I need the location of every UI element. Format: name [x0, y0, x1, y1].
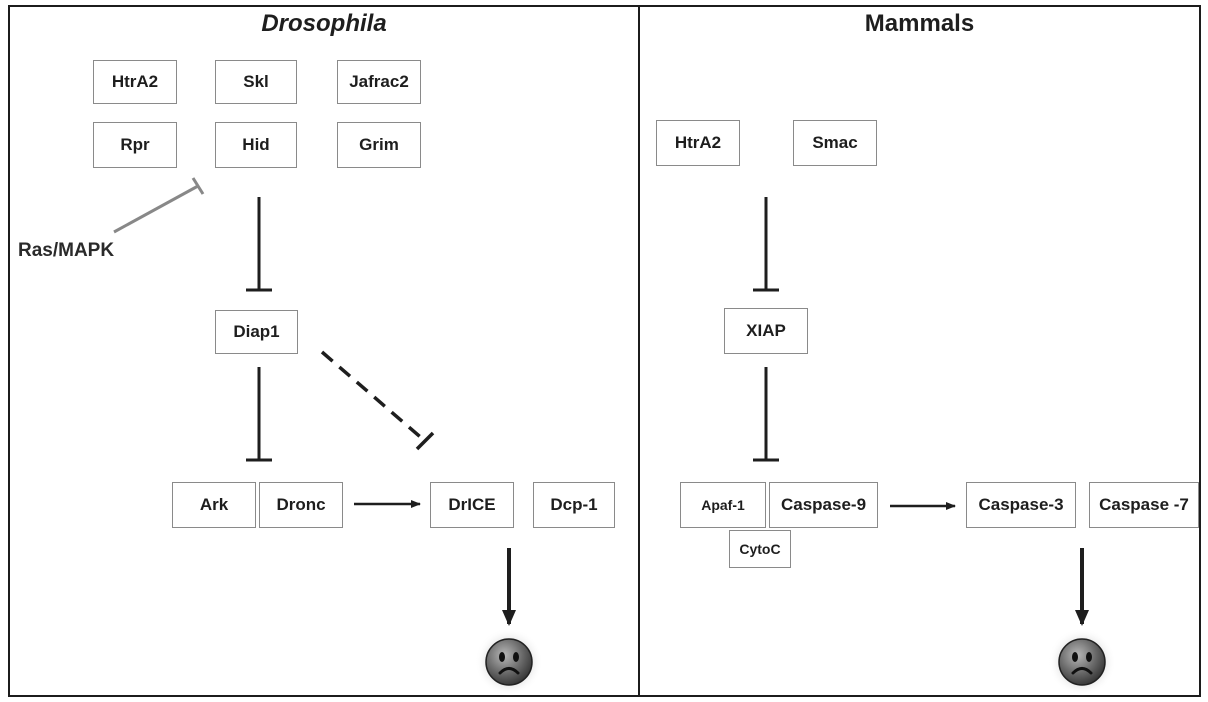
drosophila-panel: [8, 5, 640, 697]
ras-mapk-label: Ras/MAPK: [18, 240, 115, 261]
skl-box: Skl: [215, 60, 297, 104]
dcp1-box: Dcp-1: [533, 482, 615, 528]
smac-box: Smac: [793, 120, 877, 166]
grim-box: Grim: [337, 122, 421, 168]
diap1-inhibits-drice-dashed: [320, 350, 435, 451]
apaf1-box: Apaf-1: [680, 482, 766, 528]
diap1-inhibits-dronc: [246, 367, 272, 462]
caspase9-box: Caspase-9: [769, 482, 878, 528]
cytoc-box: CytoC: [729, 530, 791, 568]
mammals-title: Mammals: [864, 10, 975, 37]
sad-face-icon: [1048, 628, 1116, 696]
caspase7-box: Caspase -7: [1089, 482, 1199, 528]
drosophila-title: Drosophila: [261, 10, 387, 37]
xiap-inhibits-caspase9: [753, 367, 779, 462]
ark-box: Ark: [172, 482, 256, 528]
drice-box: DrICE: [430, 482, 514, 528]
xiap-box: XIAP: [724, 308, 808, 354]
antagonists-inhibit-diap1: [246, 197, 272, 292]
ras-mapk-inhibition: [113, 177, 205, 234]
hid-box: Hid: [215, 122, 297, 168]
caspase3-box: Caspase-3: [966, 482, 1076, 528]
mammals-htra2-box: HtrA2: [656, 120, 740, 166]
jafrac2-box: Jafrac2: [337, 60, 421, 104]
diap1-box: Diap1: [215, 310, 298, 354]
antagonists-inhibit-xiap: [753, 197, 779, 292]
dronc-box: Dronc: [259, 482, 343, 528]
rpr-box: Rpr: [93, 122, 177, 168]
sad-face-icon: [475, 628, 543, 696]
drosophila-htra2-box: HtrA2: [93, 60, 177, 104]
